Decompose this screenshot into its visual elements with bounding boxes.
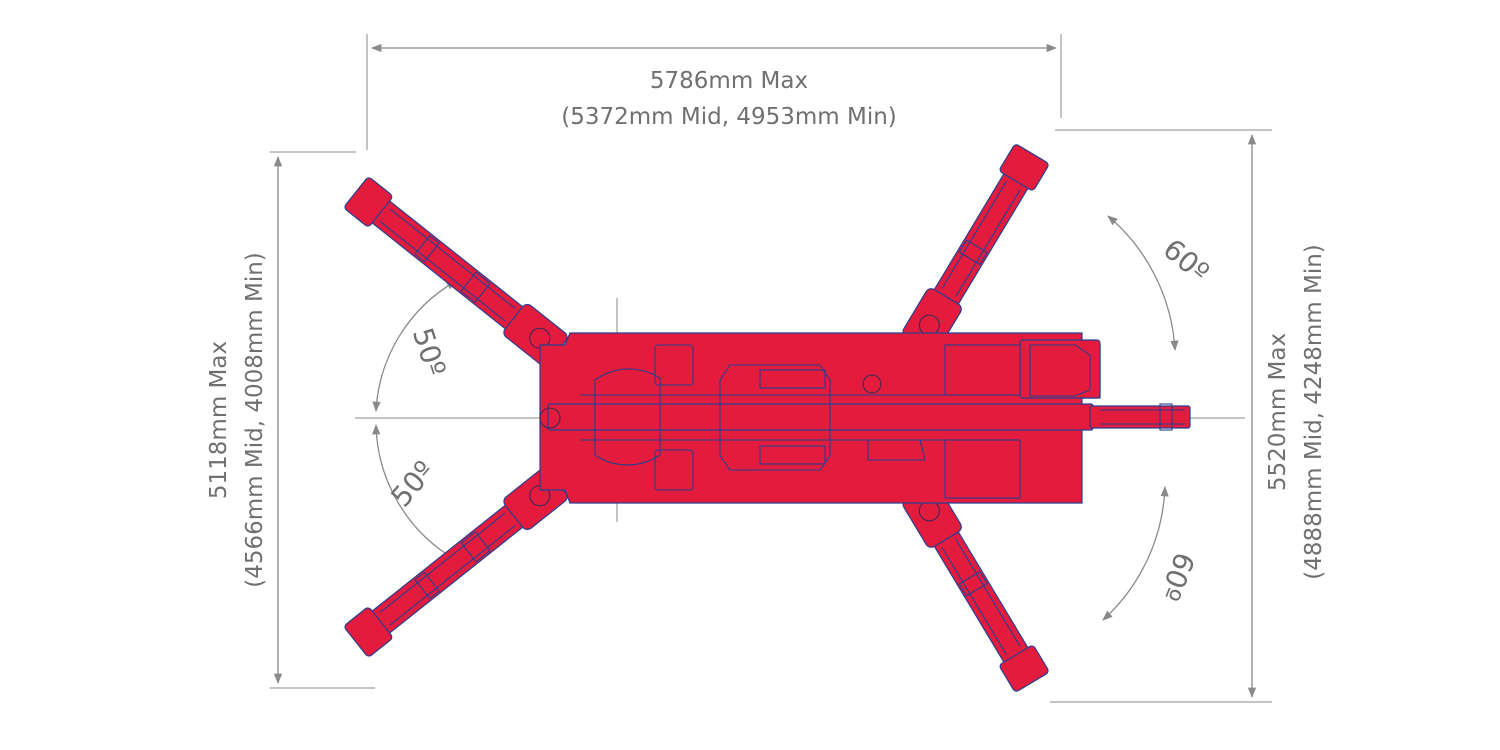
boom-tip xyxy=(1089,405,1191,429)
operator-seat xyxy=(1019,339,1101,399)
boom xyxy=(547,403,1094,431)
outrigger-lower-left xyxy=(344,468,568,657)
upper-left-angle-label: 50º xyxy=(406,324,452,381)
lower-left-angle-arc xyxy=(372,423,457,561)
upper-right-angle-arc xyxy=(1107,215,1179,352)
lower-left-angle-label: 50º xyxy=(384,455,441,514)
turntable xyxy=(594,368,661,466)
lower-right-angle-arc xyxy=(1102,485,1169,621)
outrigger-upper-right xyxy=(902,144,1049,353)
width-sub-label: (5372mm Mid, 4953mm Min) xyxy=(561,104,897,130)
upper-right-angle-label: 60º xyxy=(1157,232,1216,289)
right-height-sub-label: (4888mm Mid, 4248mm Min) xyxy=(1301,244,1327,580)
dimension-labels: 5786mm Max (5372mm Mid, 4953mm Min) 5118… xyxy=(206,68,1327,588)
angle-arcs xyxy=(372,215,1179,621)
outrigger-legs xyxy=(344,144,1049,692)
left-height-sub-label: (4566mm Mid, 4008mm Min) xyxy=(242,252,268,588)
lower-right-angle-label: 60º xyxy=(1152,548,1201,606)
width-max-label: 5786mm Max xyxy=(650,68,808,94)
outrigger-upper-left xyxy=(344,177,568,366)
upper-left-angle-arc xyxy=(372,280,457,413)
left-height-max-label: 5118mm Max xyxy=(206,341,232,499)
right-height-max-label: 5520mm Max xyxy=(1265,333,1291,491)
crane-chassis xyxy=(539,332,1191,504)
outrigger-lower-right xyxy=(902,483,1049,692)
